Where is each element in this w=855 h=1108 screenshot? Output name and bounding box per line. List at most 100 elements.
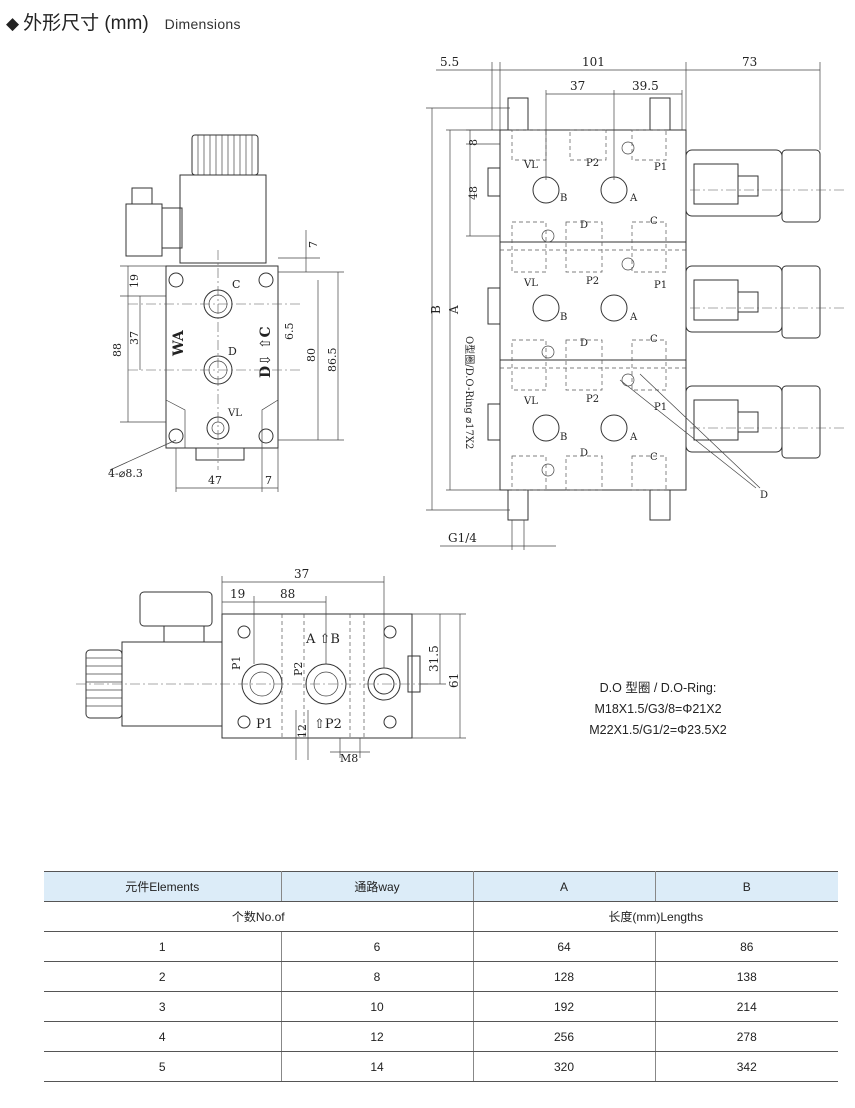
table-header-way: 通路way <box>281 871 474 902</box>
side-label-p2-1: P2 <box>586 158 599 169</box>
front-dim-88: 88 <box>111 343 124 357</box>
front-dim-80: 80 <box>305 348 318 362</box>
table-cell: 3 <box>44 991 282 1022</box>
front-bottom-plug <box>195 447 245 461</box>
table-cell: 6 <box>281 931 474 962</box>
bottom-label-p2-vertical: P2 <box>292 662 305 676</box>
table-cell: 1 <box>44 931 282 962</box>
bottom-view: P1 A ⇧B P2 P1 ⇧P2 37 19 88 31.5 61 12 M8 <box>76 567 466 765</box>
table-header-row: 元件Elements 通路way A B <box>44 871 838 902</box>
table-cell: 342 <box>655 1051 838 1082</box>
front-coil-cap <box>191 134 259 176</box>
side-label-p2-3: P2 <box>586 394 599 405</box>
front-coil-body <box>179 174 267 264</box>
bottom-dim-m8: M8 <box>340 752 358 765</box>
side-label-p2-2: P2 <box>586 276 599 287</box>
side-solenoid-3 <box>685 385 821 459</box>
side-dim-101: 101 <box>582 55 605 69</box>
table-cell: 8 <box>281 961 474 992</box>
side-label-vl-2: VL <box>523 278 538 289</box>
table-cell: 4 <box>44 1021 282 1052</box>
side-dim-5-5: 5.5 <box>440 55 459 69</box>
side-label-vl-1: VL <box>523 160 538 171</box>
side-label-p1-3: P1 <box>654 402 667 413</box>
oring-note-spec-2: M22X1.5/G1/2=Φ23.5X2 <box>589 723 727 737</box>
side-label-a-2: A <box>629 312 638 323</box>
section-heading: ◆ 外形尺寸 (mm) Dimensions <box>6 8 241 35</box>
front-dim-47: 47 <box>208 474 222 487</box>
bottom-label-p1: P1 <box>256 717 273 732</box>
dimensions-table: 元件Elements 通路way A B 个数No.of 长度(mm)Lengt… <box>44 871 838 1082</box>
side-oring-label: O型圈/D.O-Ring ⌀17X2 <box>463 336 476 449</box>
front-connector-plug <box>161 207 183 249</box>
side-label-b-3: B <box>560 432 567 443</box>
side-dim-39-5: 39.5 <box>632 79 659 93</box>
front-dim-37: 37 <box>128 331 141 345</box>
technical-drawing: C D VL WA D⇩ ⇧C 19 37 88 7 6.5 80 86.5 4… <box>76 55 845 765</box>
side-label-vl-3: VL <box>523 396 538 407</box>
table-row: 5 14 320 342 <box>44 1051 838 1082</box>
table-header-a: A <box>473 871 656 902</box>
bottom-dim-12: 12 <box>296 724 309 738</box>
side-label-b-2: B <box>560 312 567 323</box>
bottom-label-p1-vertical: P1 <box>230 656 243 670</box>
side-dim-8: 8 <box>467 139 480 146</box>
front-dim-86-5: 86.5 <box>326 348 339 373</box>
front-dim-19: 19 <box>128 274 141 288</box>
bottom-label-a-b: A ⇧B <box>305 632 340 647</box>
front-dc-label: D⇩ ⇧C <box>258 326 274 378</box>
table-cell: 214 <box>655 991 838 1022</box>
side-dim-g1-4: G1/4 <box>448 531 477 545</box>
side-view: VL P2 P1 B A D C VL P2 P1 B A D C VL P2 … <box>426 55 845 550</box>
table-cell: 5 <box>44 1051 282 1082</box>
table-header-elements: 元件Elements <box>44 871 282 902</box>
heading-title-cn: 外形尺寸 (mm) <box>23 13 149 34</box>
bottom-label-p2: ⇧P2 <box>314 717 342 732</box>
front-dim-7a: 7 <box>307 241 320 248</box>
table-cell: 86 <box>655 931 838 962</box>
heading-title-en: Dimensions <box>164 16 241 32</box>
front-connector-nut <box>131 187 153 205</box>
side-solenoid-1 <box>685 149 821 223</box>
table-cell: 256 <box>473 1021 656 1052</box>
bottom-dim-37: 37 <box>294 567 309 581</box>
side-dim-73: 73 <box>742 55 757 69</box>
front-dim-holes: 4-⌀8.3 <box>108 467 143 480</box>
table-cell: 128 <box>473 961 656 992</box>
side-label-d-1: D <box>580 220 588 231</box>
side-label-a-3: A <box>629 432 638 443</box>
side-dim-b: B <box>429 305 443 314</box>
front-dim-6-5: 6.5 <box>283 323 296 341</box>
front-wa-label: WA <box>171 329 187 357</box>
table-cell: 278 <box>655 1021 838 1052</box>
side-dim-a: A <box>447 305 461 315</box>
oring-note-spec-1: M18X1.5/G3/8=Φ21X2 <box>594 702 722 716</box>
table-row: 2 8 128 138 <box>44 961 838 992</box>
table-cell: 14 <box>281 1051 474 1082</box>
table-cell: 2 <box>44 961 282 992</box>
side-solenoid-2 <box>685 265 821 339</box>
side-label-d-2: D <box>580 338 588 349</box>
table-header-b: B <box>655 871 838 902</box>
table-subheader-lengths: 长度(mm)Lengths <box>473 901 838 932</box>
front-dim-7b: 7 <box>265 474 272 487</box>
side-label-d-3: D <box>580 448 588 459</box>
side-label-a-1: A <box>629 193 638 204</box>
table-row: 1 6 64 86 <box>44 931 838 962</box>
oring-notes: D.O 型圈 / D.O-Ring: M18X1.5/G3/8=Φ21X2 M2… <box>568 678 748 741</box>
front-port-label-d: D <box>228 345 237 358</box>
side-label-c-1: C <box>650 216 658 227</box>
side-label-p1-2: P1 <box>654 280 667 291</box>
bottom-dim-88: 88 <box>280 587 295 601</box>
side-label-b-1: B <box>560 193 567 204</box>
table-cell: 12 <box>281 1021 474 1052</box>
table-cell: 10 <box>281 991 474 1022</box>
bottom-dim-31-5: 31.5 <box>427 645 441 672</box>
oring-note-title: D.O 型圈 / D.O-Ring: <box>599 681 717 695</box>
front-connector <box>125 203 163 257</box>
table-row: 4 12 256 278 <box>44 1021 838 1052</box>
front-port-label-c: C <box>232 278 240 291</box>
table-subheader-count: 个数No.of <box>44 901 474 932</box>
front-view: C D VL WA D⇩ ⇧C 19 37 88 7 6.5 80 86.5 4… <box>108 134 344 492</box>
side-dim-37: 37 <box>570 79 585 93</box>
